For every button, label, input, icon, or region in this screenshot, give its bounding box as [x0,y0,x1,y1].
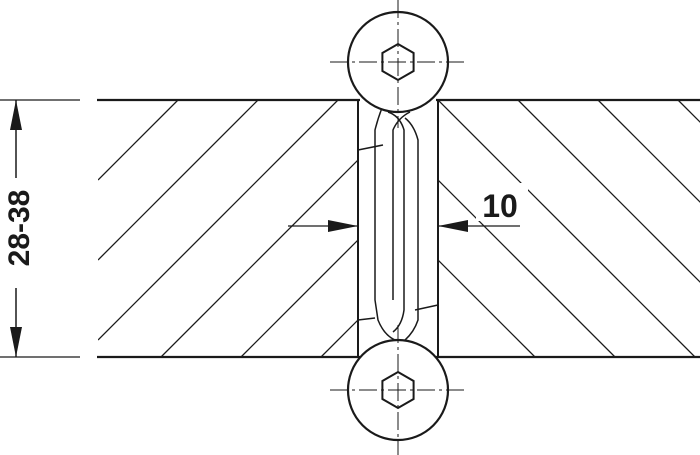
thickness-label: 28-38 [3,190,36,267]
arrow-left-icon [438,220,468,232]
panel-outlines [97,98,700,359]
arrow-down-icon [10,327,22,357]
gap-dimension [288,220,520,232]
hinge-leaves [357,107,439,341]
arrow-right-icon [328,220,358,232]
gap-label: 10 [482,188,518,224]
right-panel-hatching [438,100,700,357]
left-panel-hatching [98,100,358,357]
bottom-knuckle [330,325,468,455]
arrow-up-icon [10,100,22,130]
top-knuckle [330,0,468,128]
